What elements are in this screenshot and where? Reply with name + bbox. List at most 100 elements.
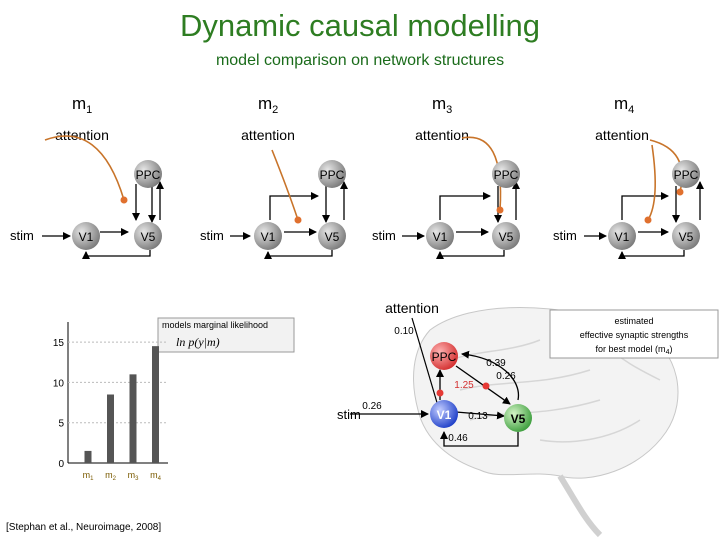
node-v1 <box>430 400 458 428</box>
node-ppc-label: PPC <box>136 168 161 182</box>
node-ppc <box>492 160 520 188</box>
weight-label: 0.46 <box>448 433 468 444</box>
v5-v1-arrow <box>82 250 151 259</box>
stim-label: stim <box>372 228 396 243</box>
y-tick-label: 0 <box>58 459 64 470</box>
stim-label: stim <box>553 228 577 243</box>
node-v1-label: V1 <box>433 230 448 244</box>
attention-arrow <box>271 149 299 221</box>
v1-ppc-arrow <box>621 192 669 220</box>
note-line-3: for best model (m4) <box>596 344 673 356</box>
weight-label: 0.13 <box>468 411 488 422</box>
node-v5 <box>672 222 700 250</box>
y-tick-label: 15 <box>53 338 65 349</box>
weight-label: 0.39 <box>486 358 506 369</box>
model-1: m1 attention stim V1 V5 PPC <box>10 94 164 259</box>
likelihood-box <box>157 317 295 353</box>
attention-label: attention <box>595 127 649 143</box>
node-ppc-label: PPC <box>432 350 457 364</box>
modulation-dot <box>644 216 652 224</box>
y-tick-label: 10 <box>53 378 65 389</box>
attention-label: attention <box>415 127 469 143</box>
likelihood-formula: ln p(y|m) <box>176 335 220 349</box>
model-label: m1 <box>72 94 92 116</box>
node-ppc-label: PPC <box>494 168 519 182</box>
attention-label: attention <box>55 127 109 143</box>
weight-label: 0.26 <box>496 371 516 382</box>
y-tick-label: 5 <box>58 419 64 430</box>
node-v1 <box>608 222 636 250</box>
weight-label: 0.10 <box>394 326 414 337</box>
v5-v1-arrow <box>618 250 685 259</box>
x-tick-label: m3 <box>128 470 140 482</box>
stim-label: stim <box>200 228 224 243</box>
attention-label: attention <box>385 300 439 316</box>
modulation-dot <box>120 196 128 204</box>
page-subtitle: model comparison on network structures <box>215 52 505 69</box>
attention-arrow-v1 <box>647 144 656 221</box>
modulation-dot <box>496 206 504 214</box>
node-v5-label: V5 <box>679 230 694 244</box>
bar-m1 <box>84 450 92 463</box>
node-v5-label: V5 <box>499 230 514 244</box>
v1-v5-arrow <box>455 411 505 420</box>
node-v5 <box>492 222 520 250</box>
best-model-panel: attention stim PPC V1 V5 0.10 0.39 0.26 … <box>337 300 719 538</box>
bar-m3 <box>129 374 137 463</box>
x-tick-label: m2 <box>105 470 117 482</box>
x-tick-label: m1 <box>83 470 95 482</box>
v1-ppc-arrow <box>269 192 319 220</box>
weight-label: 1.25 <box>454 380 474 391</box>
node-v1-label: V1 <box>615 230 630 244</box>
stim-label: stim <box>337 407 361 422</box>
model-label: m2 <box>258 94 278 116</box>
model-2: m2 attention stim V1 V5 PPC <box>200 94 348 259</box>
bar-m2 <box>107 394 114 463</box>
citation: [Stephan et al., Neuroimage, 2008] <box>6 522 162 533</box>
stim-label: stim <box>10 228 34 243</box>
model-label: m3 <box>432 94 452 116</box>
node-ppc <box>318 160 346 188</box>
likelihood-label: models marginal likelihood <box>162 320 268 330</box>
node-v1-label: V1 <box>437 408 452 422</box>
node-v5 <box>318 222 346 250</box>
node-ppc <box>672 160 700 188</box>
attention-label: attention <box>241 127 295 143</box>
node-ppc <box>430 342 458 370</box>
x-tick-label: m4 <box>150 470 162 482</box>
node-ppc <box>134 160 162 188</box>
model-label: m4 <box>614 94 634 116</box>
node-ppc-label: PPC <box>320 168 345 182</box>
modulation-dot <box>482 382 490 390</box>
modulation-dot <box>294 216 302 224</box>
node-v1 <box>72 222 100 250</box>
weight-label: 0.26 <box>362 401 382 412</box>
likelihood-chart: models marginal likelihood ln p(y|m) 0 5 1… <box>53 317 295 482</box>
node-v1 <box>254 222 282 250</box>
modulation-dot <box>676 188 684 196</box>
node-v1-label: V1 <box>79 230 94 244</box>
node-v1 <box>426 222 454 250</box>
page-title: Dynamic causal modelling <box>179 8 541 43</box>
node-v5-label: V5 <box>325 230 340 244</box>
attention-arrow <box>44 135 125 201</box>
attention-arrow <box>461 136 502 211</box>
note-line-2: effective synaptic strengths <box>580 330 689 340</box>
best-model-note-box <box>549 309 719 359</box>
brain-stem <box>557 474 603 538</box>
node-v1-label: V1 <box>261 230 276 244</box>
note-line-1: estimated <box>614 316 653 326</box>
node-ppc-label: PPC <box>674 168 699 182</box>
v5-v1-arrow <box>264 250 333 259</box>
model-3: m3 attention stim V1 V5 PPC <box>372 94 520 259</box>
v5-ppc-arrow <box>461 350 520 401</box>
node-v5 <box>134 222 162 250</box>
v5-v1-arrow <box>440 431 519 447</box>
v1-ppc-arrow <box>439 192 491 220</box>
node-v5-label: V5 <box>141 230 156 244</box>
attention-arrow <box>411 317 439 407</box>
modulation-dot <box>436 389 444 397</box>
v5-v1-arrow <box>436 250 505 259</box>
model-4: m4 attention stim V1 V5 PPC <box>553 94 704 259</box>
